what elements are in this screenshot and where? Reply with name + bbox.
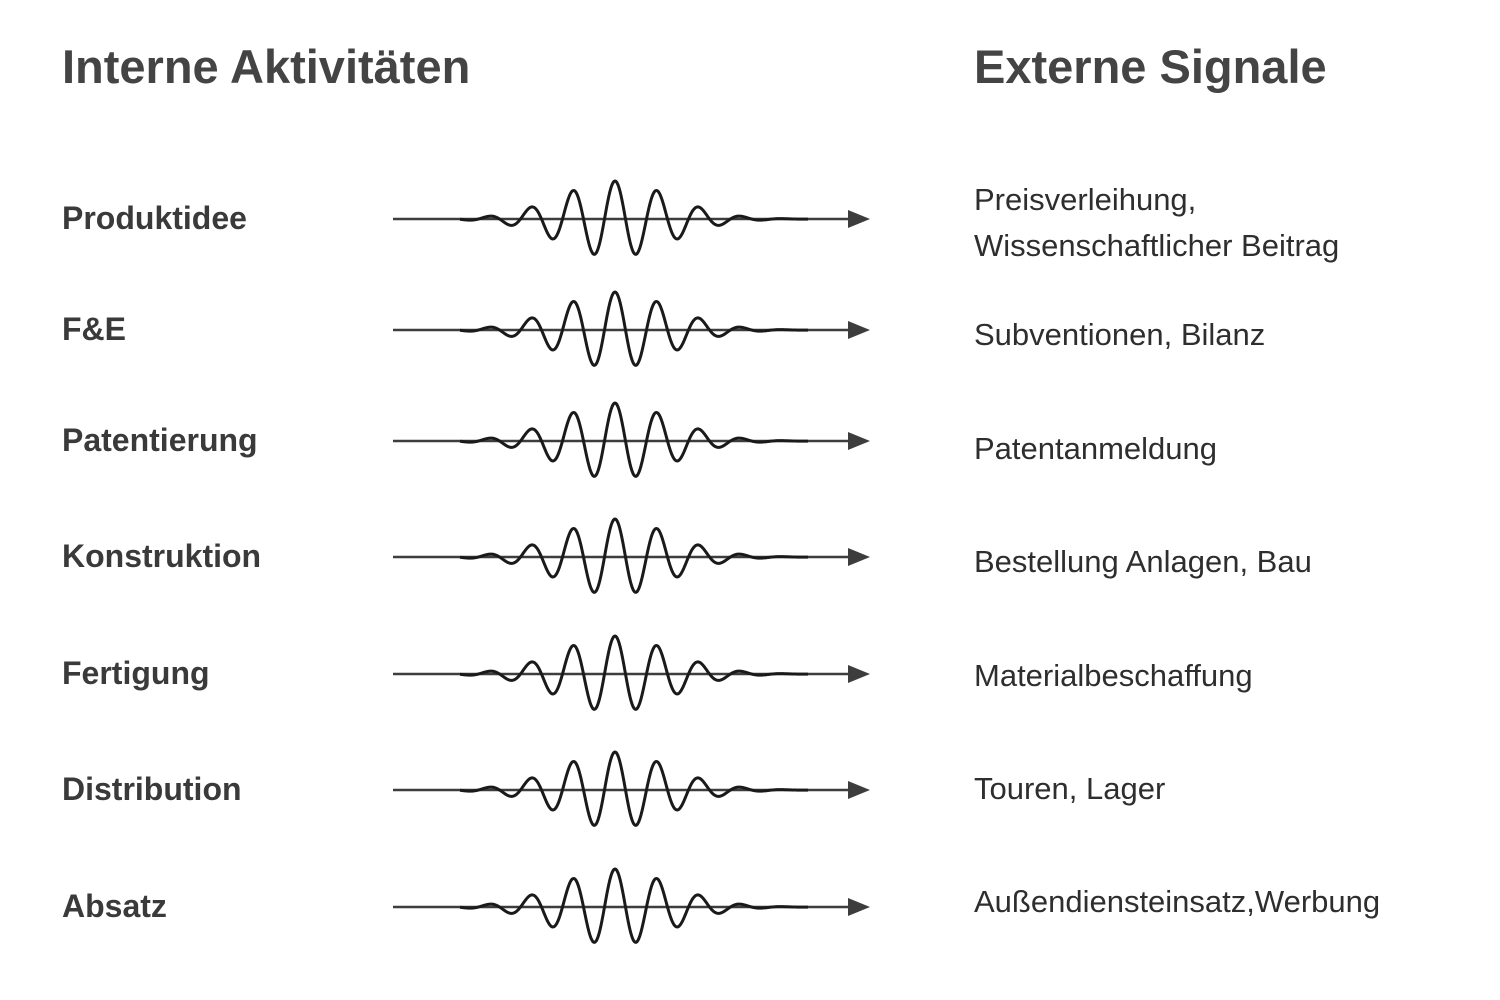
external-signal: Materialbeschaffung [974,653,1474,699]
external-signal-line: Preisverleihung, [974,182,1197,217]
external-signal-line: Touren, Lager [974,771,1166,806]
wave-arrow-icon [393,290,870,367]
arrowhead-icon [848,665,870,683]
signal-wave [459,867,809,944]
heading-external-signals: Externe Signale [974,40,1327,93]
heading-internal-activities: Interne Aktivitäten [62,40,471,93]
arrowhead-icon [848,781,870,799]
external-signal-line: Subventionen, Bilanz [974,317,1266,352]
activity-label: Absatz [62,888,167,924]
arrowhead-icon [848,548,870,566]
activity-label: F&E [62,311,126,347]
wave-arrow-icon [393,867,870,944]
arrowhead-icon [848,210,870,228]
wave-arrow-icon [393,517,870,594]
signal-wave [459,750,809,827]
activity-label: Fertigung [62,655,210,691]
wave-arrow-icon [393,634,870,711]
activity-label: Konstruktion [62,538,262,574]
external-signal: Preisverleihung, Wissenschaftlicher Beitr… [974,177,1474,269]
signal-wave [459,401,809,478]
external-signal-line: Bestellung Anlagen, Bau [974,544,1312,579]
external-signal: Touren, Lager [974,766,1474,812]
activity-label: Distribution [62,771,242,807]
wave-arrow-icon [393,401,870,478]
external-signal-line: Patentanmeldung [974,431,1218,466]
signal-wave [459,634,809,711]
wave-arrow-icon [393,179,870,256]
external-signal-line: Materialbeschaffung [974,658,1253,693]
activity-label: Produktidee [62,200,247,236]
activity-label: Patentierung [62,422,258,458]
signal-wave [459,290,809,367]
external-signal: Subventionen, Bilanz [974,312,1474,358]
external-signal: Außendiensteinsatz,Werbung [974,879,1474,925]
signal-wave [459,179,809,256]
arrowhead-icon [848,432,870,450]
arrowhead-icon [848,321,870,339]
external-signal: Patentanmeldung [974,426,1474,472]
wave-arrow-icon [393,750,870,827]
arrowhead-icon [848,898,870,916]
external-signal-line: Außendiensteinsatz,Werbung [974,884,1381,919]
external-signal: Bestellung Anlagen, Bau [974,539,1474,585]
external-signal-line: Wissenschaftlicher Beitrag [974,228,1340,263]
signal-wave [459,517,809,594]
